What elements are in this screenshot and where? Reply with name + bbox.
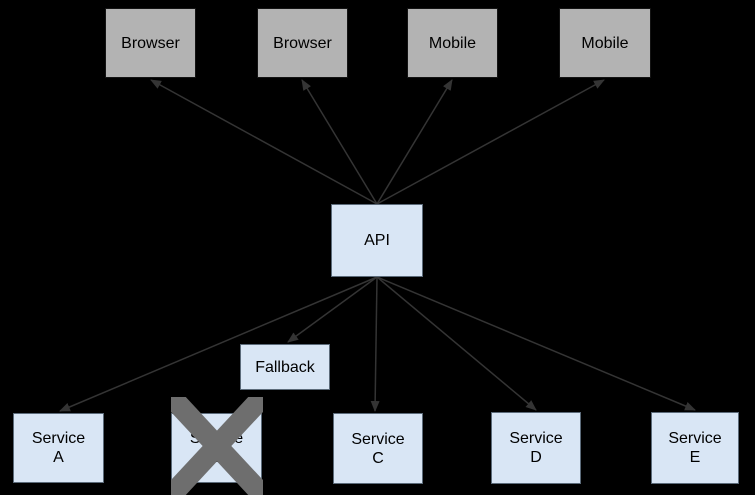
node-label: Browser [273, 34, 332, 52]
node-service-e: Service E [651, 412, 739, 484]
node-fallback: Fallback [240, 344, 330, 390]
node-label: Service D [509, 430, 563, 466]
node-service-a: Service A [13, 413, 104, 483]
edge-api-service-d [376, 276, 537, 411]
node-mobile-2: Mobile [559, 8, 651, 78]
node-browser-2: Browser [257, 8, 348, 78]
node-label: Service E [668, 430, 722, 466]
edge-api-mobile-2 [376, 79, 605, 205]
node-service-d: Service D [491, 412, 581, 484]
node-service-b: Service B [171, 413, 262, 483]
node-label: Fallback [255, 358, 315, 376]
node-browser-1: Browser [105, 8, 196, 78]
node-service-c: Service C [333, 413, 423, 484]
node-api: API [331, 204, 423, 277]
edge-api-service-c [370, 276, 380, 412]
edge-api-browser-1 [150, 79, 378, 205]
node-label: Mobile [581, 34, 629, 52]
node-label: API [364, 232, 390, 249]
edge-api-service-e [376, 276, 696, 411]
edge-api-service-a [59, 276, 378, 412]
node-label: Browser [121, 34, 180, 52]
node-label: Service C [351, 430, 405, 467]
edge-api-browser-2 [301, 79, 378, 205]
edge-api-fallback [287, 276, 378, 343]
node-label: Service B [189, 430, 244, 466]
edge-api-mobile-1 [376, 79, 453, 205]
node-label: Mobile [428, 34, 477, 52]
node-mobile-1: Mobile [407, 8, 498, 78]
node-label: Service A [31, 430, 86, 466]
